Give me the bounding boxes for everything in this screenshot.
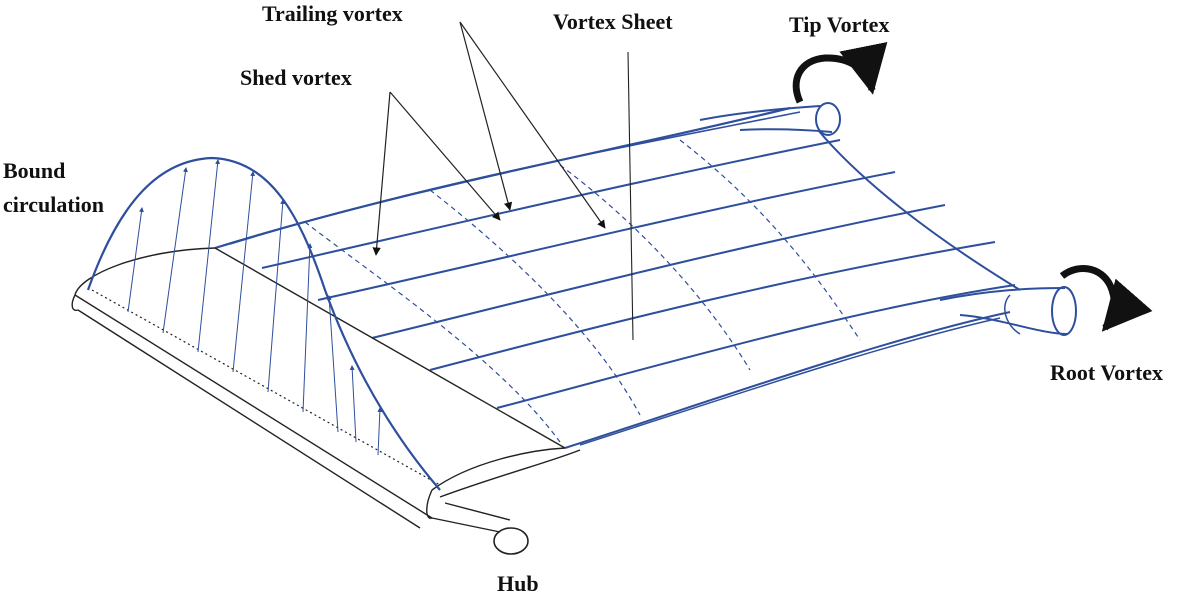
bound-circulation-distribution	[86, 156, 441, 491]
tip-vortex-tube	[699, 102, 841, 136]
vortex-sheet-label: Vortex Sheet	[553, 9, 673, 34]
hub-label: Hub	[497, 571, 539, 596]
rotor-blade	[71, 247, 581, 533]
tip-vortex-label: Tip Vortex	[789, 12, 889, 37]
tip-vortex-rotation-arrow	[792, 41, 888, 104]
hub-circle	[493, 527, 529, 555]
leader-lines	[372, 21, 634, 341]
bound-circulation-label-line1: Bound	[3, 158, 65, 183]
vortex-sheet	[214, 106, 1021, 449]
root-vortex-rotation-arrow	[1059, 265, 1153, 332]
root-vortex-tube	[939, 286, 1077, 336]
shed-vortex-label: Shed vortex	[240, 65, 352, 90]
trailing-vortex-label: Trailing vortex	[262, 1, 403, 26]
bound-circulation-label-line2: circulation	[3, 192, 104, 217]
root-vortex-label: Root Vortex	[1050, 360, 1163, 385]
